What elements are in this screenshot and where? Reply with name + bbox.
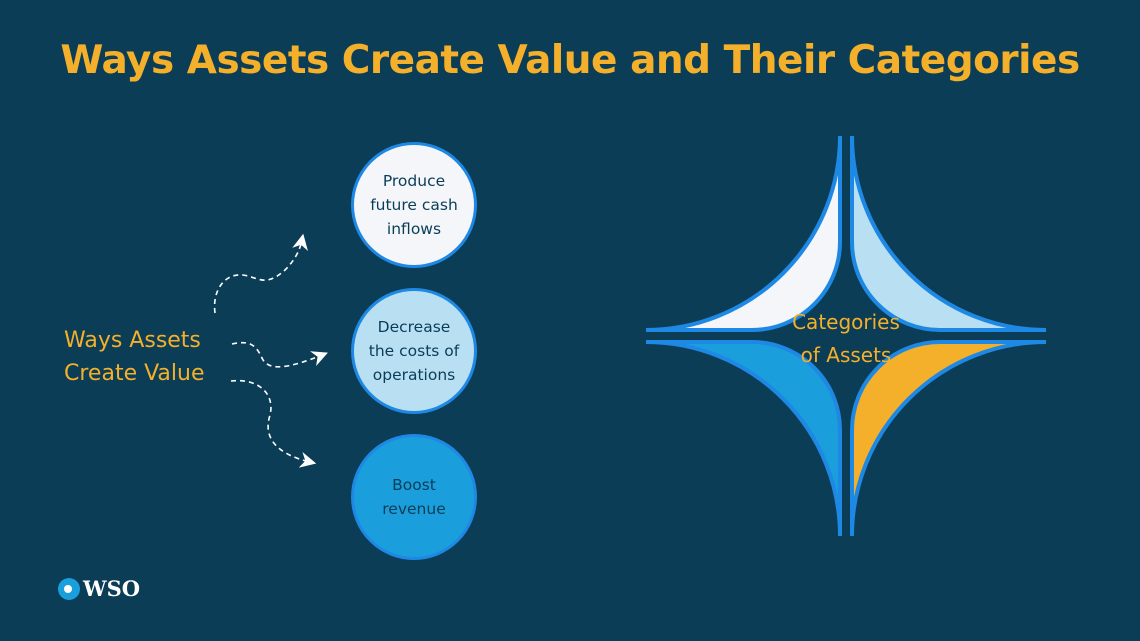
segment-intangible [645,340,842,537]
logo-text: WSO [83,576,141,601]
segment-current [645,135,842,332]
arrow-to-decrease-costs [231,341,328,368]
way-text: Produce future cash inflows [370,172,458,238]
segment-financial [850,340,1047,537]
segment-fixed [850,135,1047,332]
way-text: Decrease the costs of operations [368,318,460,384]
way-circle-boost-revenue: Boost revenue [351,434,477,560]
arrow-to-cash-inflows [213,233,308,314]
way-text: Boost revenue [382,476,446,518]
wso-logo: WSO [58,576,140,601]
way-circle-cash-inflows: Produce future cash inflows [351,142,477,268]
categories-ring [645,135,1047,537]
way-circle-decrease-costs: Decrease the costs of operations [351,288,477,414]
categories-center-label: Categories of Assets [792,310,900,367]
page-title: Ways Assets Create Value and Their Categ… [60,38,1080,83]
ways-label: Ways Assets Create Value [64,328,205,386]
arrow-to-boost-revenue [230,379,317,468]
logo-globe-icon [58,577,80,600]
